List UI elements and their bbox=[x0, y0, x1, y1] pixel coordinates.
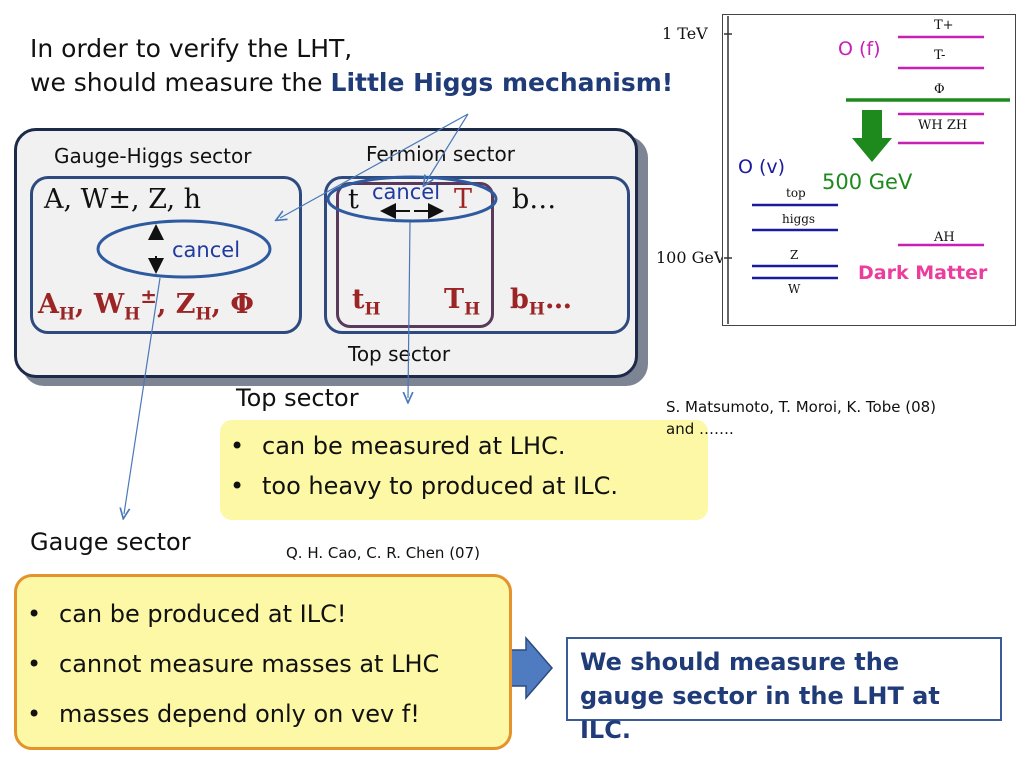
green-down-arrow bbox=[852, 110, 892, 162]
ref-cao: Q. H. Cao, C. R. Chen (07) bbox=[286, 544, 480, 562]
pointer-to-gauge bbox=[280, 113, 469, 218]
top-sector-box-yellow: can be measured at LHC. too heavy to pro… bbox=[220, 420, 708, 520]
list-item: can be produced at ILC! bbox=[17, 589, 509, 639]
fermion-sector-label: Fermion sector bbox=[366, 142, 515, 166]
gauge-heavy-particles: AH, WH±, ZH, Φ bbox=[38, 284, 254, 325]
ov-label: O (v) bbox=[738, 156, 786, 178]
pointer-to-top-sector bbox=[408, 221, 410, 398]
level-label-tplus: T+ bbox=[934, 18, 954, 33]
top-sector-heading: Top sector bbox=[236, 384, 359, 412]
title-highlight: Little Higgs mechanism! bbox=[330, 68, 674, 97]
level-label-z: Z bbox=[790, 248, 799, 262]
conclusion-line-2: gauge sector in the LHT at ILC. bbox=[580, 682, 940, 744]
mass-spectrum-levels bbox=[724, 16, 1010, 324]
fermion-b: b… bbox=[512, 184, 557, 215]
fermion-bH: bH… bbox=[510, 284, 572, 320]
list-item: cannot measure masses at LHC bbox=[17, 639, 509, 689]
conclusion-line-1: We should measure the bbox=[580, 648, 900, 676]
dark-matter-label: Dark Matter bbox=[858, 262, 988, 284]
list-item: masses depend only on vev f! bbox=[17, 689, 509, 739]
list-item: can be measured at LHC. bbox=[220, 426, 708, 466]
pointer-to-fermion bbox=[426, 113, 469, 182]
fermion-t: t bbox=[348, 184, 359, 215]
list-item: too heavy to produced at ILC. bbox=[220, 466, 708, 506]
level-label-phi: Φ bbox=[934, 82, 945, 97]
gauge-sector-box-yellow: can be produced at ILC! cannot measure m… bbox=[14, 574, 512, 750]
gauge-cancel-ellipse bbox=[96, 219, 272, 279]
level-label-top: top bbox=[786, 186, 806, 200]
level-label-ah: AH bbox=[934, 230, 955, 245]
cancel-gauge-label: cancel bbox=[172, 238, 241, 262]
level-label-wh-zh: WH ZH bbox=[918, 118, 968, 133]
level-label-higgs: higgs bbox=[782, 212, 816, 226]
title-line-2: we should measure the Little Higgs mecha… bbox=[30, 68, 673, 97]
level-label-tminus: T- bbox=[934, 48, 946, 63]
gauge-higgs-box bbox=[30, 176, 302, 334]
fermion-cancel-ellipse bbox=[326, 175, 498, 223]
top-sector-box bbox=[336, 182, 494, 328]
ref-matsumoto: S. Matsumoto, T. Moroi, K. Tobe (08) bbox=[666, 398, 937, 416]
axis-label-1tev: 1 TeV bbox=[662, 24, 708, 43]
fermion-box bbox=[324, 176, 630, 334]
axis-label-100gev: 100 GeV bbox=[656, 248, 726, 267]
pointer-to-gauge-sector bbox=[124, 277, 161, 514]
of-label: O (f) bbox=[838, 38, 881, 60]
mass-spectrum bbox=[722, 14, 1016, 326]
top-sector-label: Top sector bbox=[348, 342, 451, 366]
title-prefix: we should measure the bbox=[30, 68, 331, 97]
gauge-light-particles: A, W±, Z, h bbox=[44, 184, 202, 215]
fermion-T: T bbox=[454, 184, 473, 215]
fermion-TH: TH bbox=[444, 284, 481, 320]
gauge-sector-heading: Gauge sector bbox=[30, 528, 191, 556]
conclusion-box: We should measure the gauge sector in th… bbox=[566, 637, 1002, 744]
fermion-tH: tH bbox=[352, 284, 381, 320]
top-sector-bullets: can be measured at LHC. too heavy to pro… bbox=[220, 426, 708, 506]
title-line-1: In order to verify the LHT, bbox=[30, 34, 353, 63]
ref-matsumoto-and: and ……. bbox=[666, 420, 734, 438]
500gev-label: 500 GeV bbox=[822, 170, 913, 194]
level-label-w: W bbox=[788, 282, 801, 296]
gauge-sector-bullets: can be produced at ILC! cannot measure m… bbox=[17, 589, 509, 739]
gauge-higgs-label: Gauge-Higgs sector bbox=[54, 144, 252, 168]
